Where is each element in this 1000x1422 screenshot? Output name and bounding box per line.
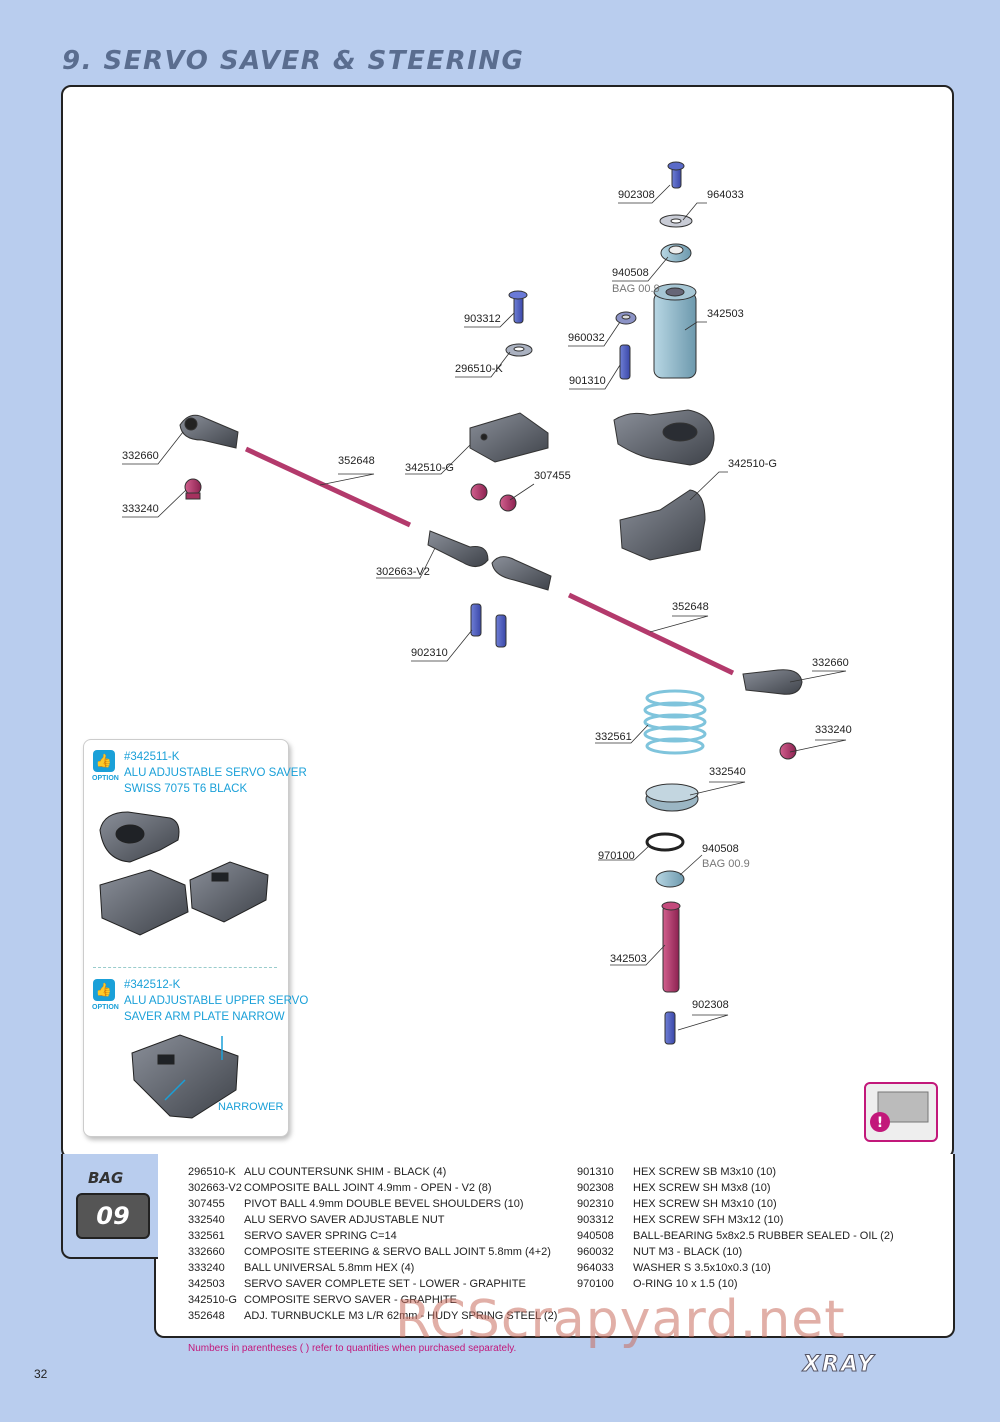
options-divider xyxy=(93,967,277,968)
option-badge-1: OPTION xyxy=(92,775,119,782)
screw-902308-bottom xyxy=(664,1011,676,1045)
label-332660-left: 332660 xyxy=(122,450,159,462)
xray-logo: XRAY xyxy=(802,1352,876,1378)
label-352648-upper: 352648 xyxy=(338,455,375,467)
label-342503-lower: 342503 xyxy=(610,953,647,965)
label-940508-top: 940508 xyxy=(612,267,649,279)
label-964033: 964033 xyxy=(707,189,744,201)
label-342510-center: 342510-G xyxy=(405,462,454,474)
label-960032: 960032 xyxy=(568,332,605,344)
label-333240-left: 333240 xyxy=(122,503,159,515)
label-352648-lower: 352648 xyxy=(672,601,709,613)
label-332561: 332561 xyxy=(595,731,632,743)
option-badge-2: OPTION xyxy=(92,1004,119,1011)
label-940508-bottom-bag: BAG 00.9 xyxy=(702,858,750,870)
label-901310: 901310 xyxy=(569,375,606,387)
pivot-ball-307455-a xyxy=(470,483,488,501)
option-alu-servo-saver-lower xyxy=(99,869,189,936)
screw-902310-a xyxy=(470,603,482,637)
label-307455: 307455 xyxy=(534,470,571,482)
label-902310: 902310 xyxy=(411,647,448,659)
label-302663: 302663-V2 xyxy=(376,566,430,578)
servo-saver-lower xyxy=(619,489,706,561)
screw-902310-b xyxy=(495,614,507,648)
screw-head-902308-top xyxy=(667,161,685,171)
servo-saver-horn xyxy=(613,409,715,466)
page-number: 32 xyxy=(34,1367,48,1381)
turnbuckle-352648-upper xyxy=(244,446,412,528)
bearing-940508-bottom xyxy=(655,870,685,888)
label-940508-bottom: 940508 xyxy=(702,843,739,855)
spring-332561 xyxy=(643,689,707,755)
label-902308-top: 902308 xyxy=(618,189,655,201)
label-342510-right: 342510-G xyxy=(728,458,777,470)
option-code-1: #342511-K xyxy=(124,751,180,763)
label-332540: 332540 xyxy=(709,766,746,778)
label-296510: 296510-K xyxy=(455,363,503,375)
bag-label: BAG xyxy=(88,1169,124,1187)
footnote: Numbers in parentheses ( ) refer to quan… xyxy=(188,1343,517,1354)
option-line1-1: ALU ADJUSTABLE SERVO SAVER xyxy=(124,767,307,779)
oring-970100 xyxy=(645,832,685,852)
label-342503-top: 342503 xyxy=(707,308,744,320)
option-line2-1: SWISS 7075 T6 BLACK xyxy=(124,783,248,795)
ball-joint-332660-right xyxy=(742,669,803,695)
screw-901310 xyxy=(619,344,631,380)
thumbs-up-icon: 👍 xyxy=(93,750,115,772)
label-902308-bottom: 902308 xyxy=(692,999,729,1011)
narrower-callout: NARROWER xyxy=(218,1101,284,1113)
option-line1-2: ALU ADJUSTABLE UPPER SERVO xyxy=(124,995,309,1007)
option-line2-2: SAVER ARM PLATE NARROW xyxy=(124,1011,285,1023)
page-title: 9. SERVO SAVER & STEERING xyxy=(62,46,525,76)
option-code-2: #342512-K xyxy=(124,979,181,991)
watermark: RCScrapyard.net xyxy=(395,1290,846,1350)
label-332660-right: 332660 xyxy=(812,657,849,669)
thumbs-up-icon-2: 👍 xyxy=(93,979,115,1001)
option-alu-plate-1 xyxy=(189,861,269,923)
bag-number: 09 xyxy=(76,1193,150,1239)
svg-text:!: ! xyxy=(877,1115,883,1131)
turnbuckle-352648-lower xyxy=(567,592,735,676)
exclamation-icon xyxy=(870,1112,890,1132)
label-903312: 903312 xyxy=(464,313,501,325)
servo-saver-plate-upper xyxy=(469,412,549,463)
ball-joint-302663-b xyxy=(491,556,552,591)
warning-thumbnail: ! xyxy=(864,1082,938,1142)
label-970100: 970100 xyxy=(598,850,635,862)
label-940508-top-bag: BAG 00.9 xyxy=(612,283,660,295)
ball-joint-302663-a xyxy=(427,530,489,567)
label-333240-right: 333240 xyxy=(815,724,852,736)
